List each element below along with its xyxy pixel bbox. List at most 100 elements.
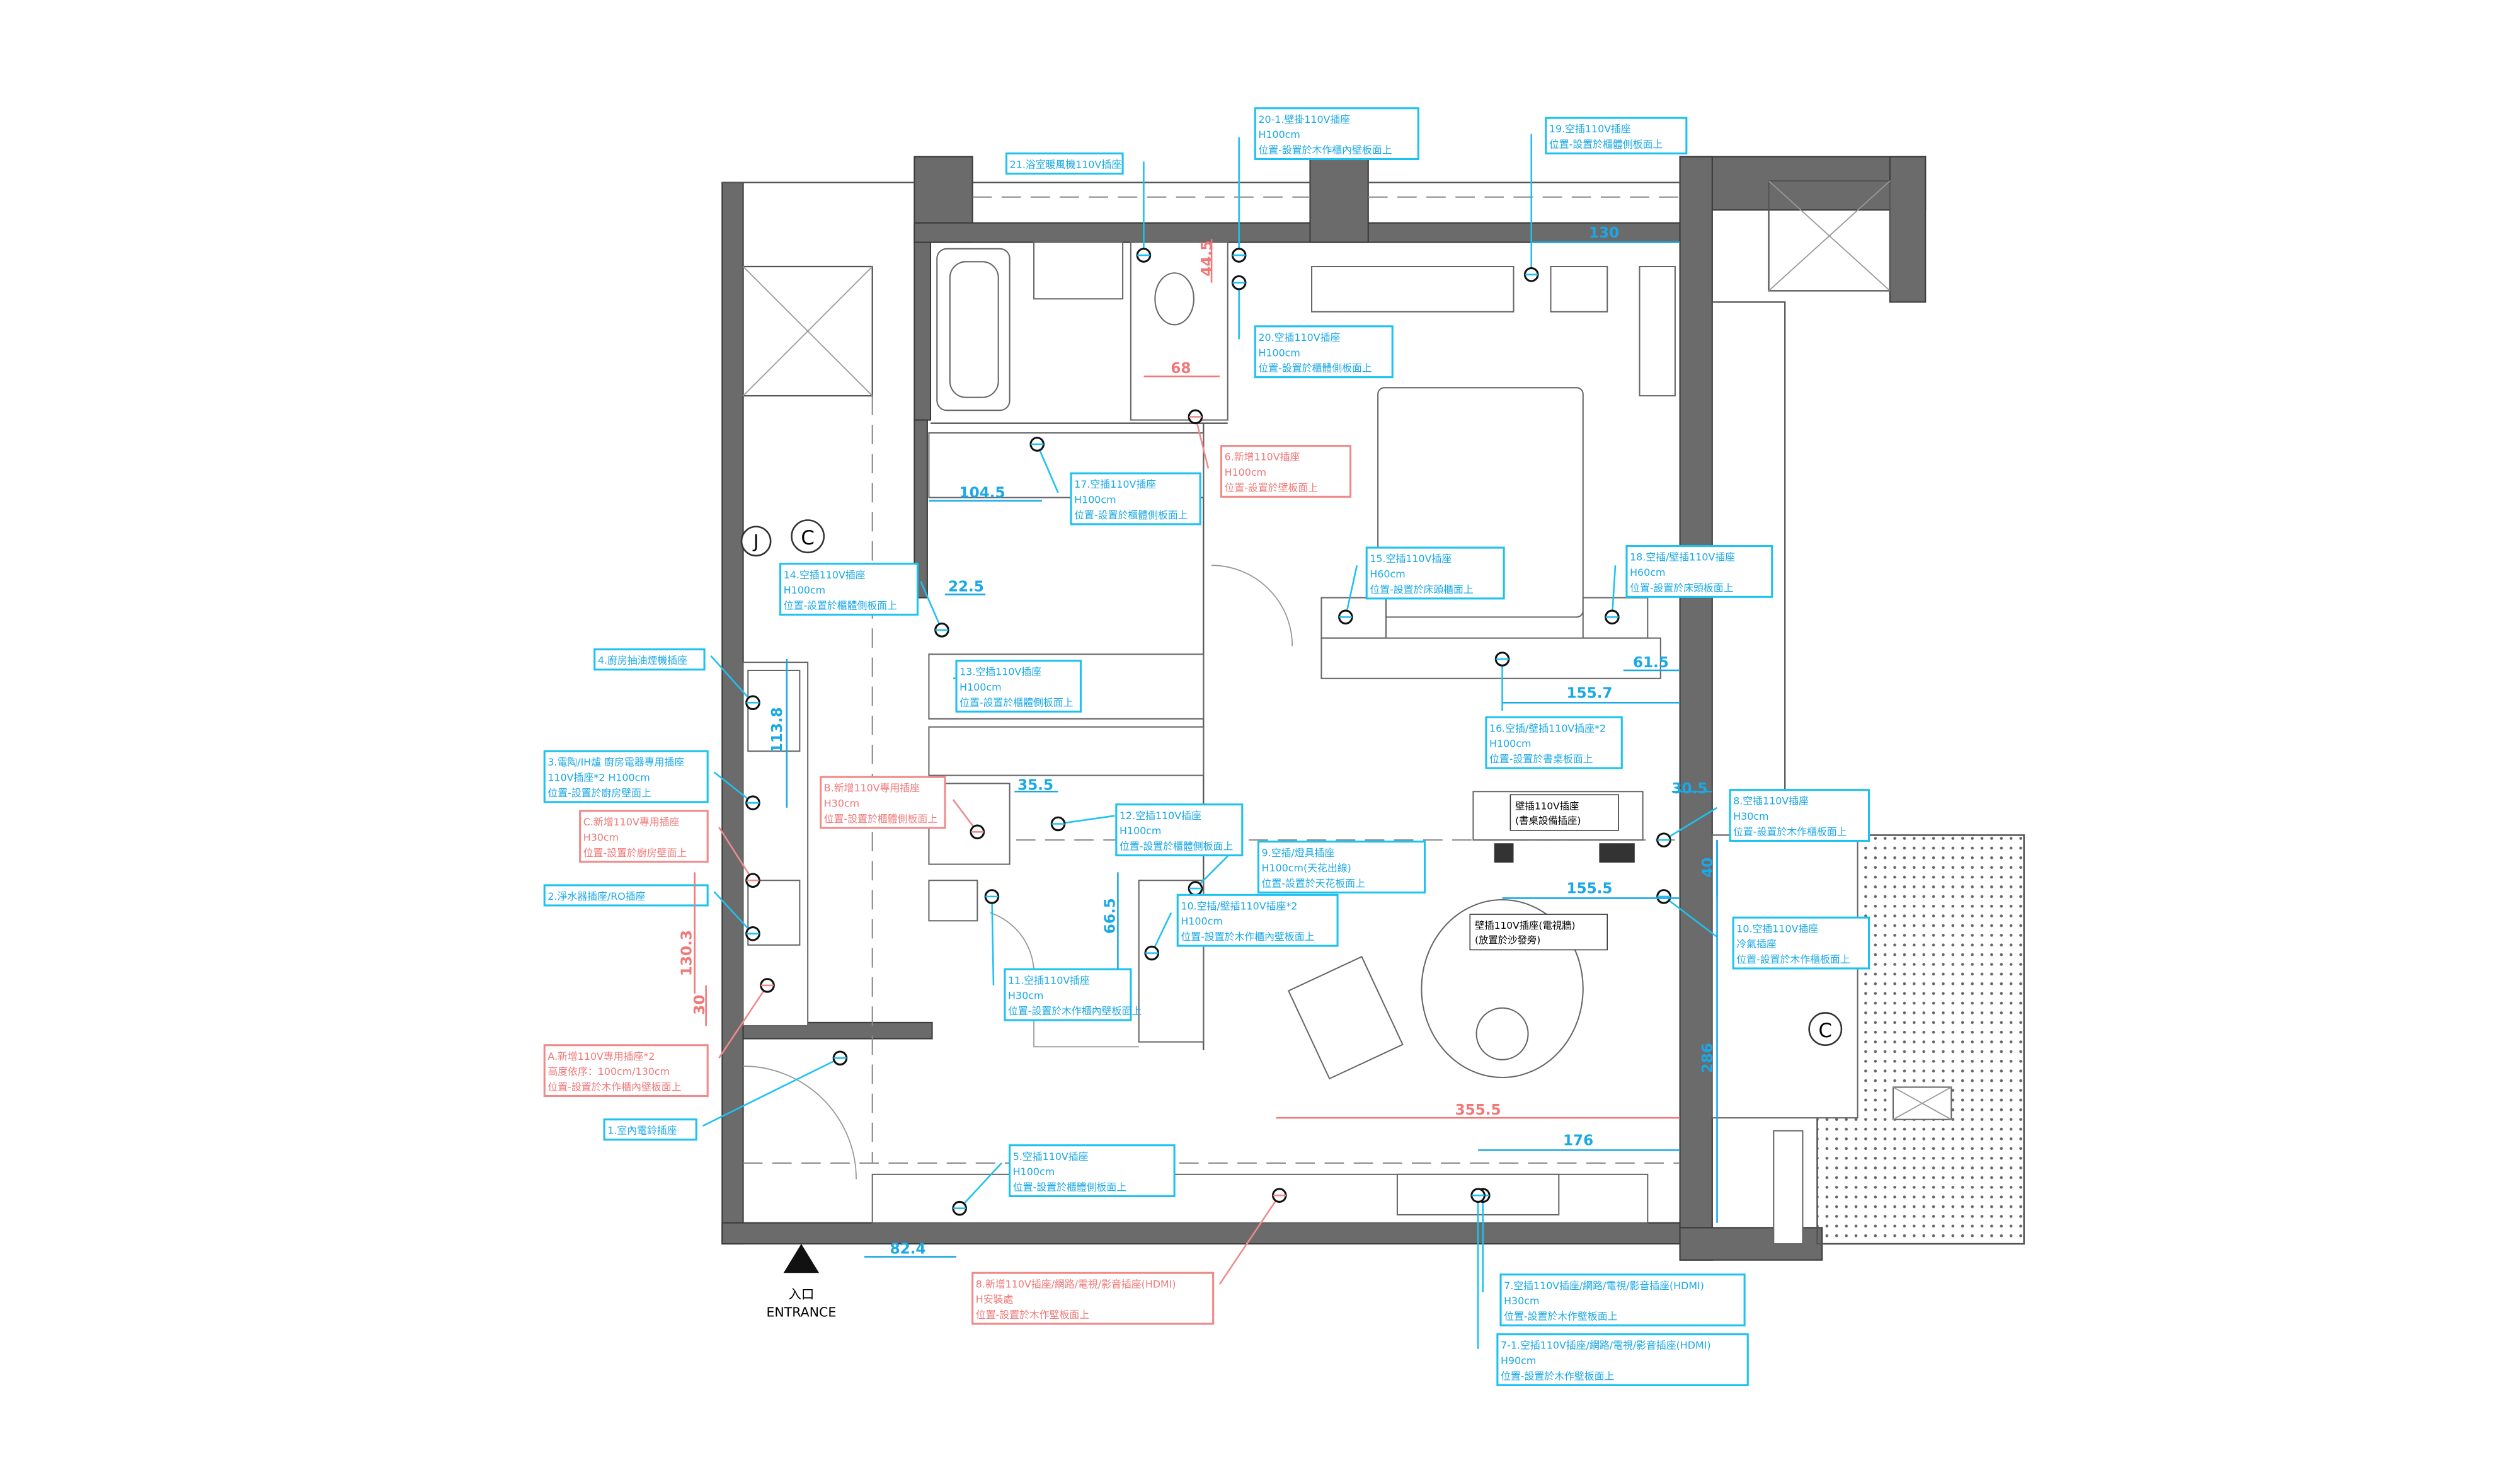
annotation-box bbox=[1625, 545, 1773, 598]
annotation-box bbox=[1009, 1144, 1176, 1197]
leader-line bbox=[702, 1057, 840, 1127]
annotation-line: 15.空插110V插座 bbox=[1370, 553, 1452, 565]
annotation-box bbox=[603, 1118, 697, 1141]
grid-marker-c: C bbox=[791, 519, 825, 554]
annotation-line: H30cm bbox=[583, 831, 619, 843]
leader-line bbox=[959, 1163, 1002, 1209]
annotation-box bbox=[1732, 916, 1870, 970]
annotation-line: 9.空插/燈具插座 bbox=[1262, 847, 1335, 859]
dimension-value: 40 bbox=[1700, 858, 1716, 878]
annotation-line: H100cm bbox=[784, 584, 825, 596]
annotation-line: 12.空插110V插座 bbox=[1120, 810, 1201, 822]
marker-c-label: C bbox=[801, 527, 814, 549]
annotation-line: 位置-設置於壁板面上 bbox=[1225, 481, 1319, 493]
annotation-line: 位置-設置於廚房壁面上 bbox=[547, 787, 651, 799]
dimension-value: 44.5 bbox=[1199, 241, 1215, 277]
dimension-61.5: 61.5 bbox=[1623, 655, 1680, 672]
annotation-line: 位置-設置於櫃體側板面上 bbox=[1074, 509, 1188, 521]
annotation-line: H100cm bbox=[959, 681, 1001, 693]
annotation-21: 21.浴室暖風機110V插座 bbox=[1005, 152, 1152, 263]
leader-line bbox=[713, 771, 753, 804]
annotation-box bbox=[1545, 117, 1688, 155]
grid-marker-c-balcony: C bbox=[1808, 1012, 1843, 1047]
annotation-8N: 8.新增110V插座/網路/電視/影音插座(HDMI)H安裝處位置-設置於木作壁… bbox=[971, 1188, 1287, 1325]
annotation-line: H100cm bbox=[1013, 1166, 1055, 1178]
marker-c-label: C bbox=[1819, 1019, 1832, 1042]
annotation-line: 5.空插110V插座 bbox=[1013, 1151, 1089, 1163]
annotation-2: 2.淨水器插座/RO插座 bbox=[543, 884, 760, 941]
annotation-line: 位置-設置於天花板面上 bbox=[1262, 877, 1366, 889]
annotation-line: 位置-設置於木作櫃板面上 bbox=[1733, 825, 1847, 837]
annotation-line: 20-1.壁掛110V插座 bbox=[1258, 113, 1350, 125]
annotation-line: H100cm bbox=[1181, 916, 1222, 927]
annotation-box bbox=[1220, 445, 1352, 498]
annotation-line: H30cm bbox=[1008, 990, 1043, 1002]
annotation-line: 位置-設置於櫃體側板面上 bbox=[1013, 1181, 1126, 1193]
annotation-7-1: 7-1.空插110V插座/網路/電視/影音插座(HDMI)H90cm位置-設置於… bbox=[1470, 1188, 1749, 1386]
annotation-line: 位置-設置於櫃體側板面上 bbox=[1258, 362, 1372, 374]
annotation-box bbox=[1729, 789, 1870, 842]
annotation-line: 4.廚房抽油煙機插座 bbox=[598, 655, 687, 667]
annotation-box bbox=[1115, 803, 1244, 857]
dimension-68: 68 bbox=[1143, 360, 1220, 377]
annotation-line: 位置-設置於櫃體側板面上 bbox=[1120, 841, 1233, 853]
annotation-7: 7.空插110V插座/網路/電視/影音插座(HDMI)H30cm位置-設置於木作… bbox=[1475, 1188, 1746, 1327]
annotation-line: 位置-設置於木作櫃內壁板面上 bbox=[547, 1081, 681, 1093]
annotation-line: 6.新增110V插座 bbox=[1225, 451, 1300, 463]
annotation-box bbox=[1005, 152, 1124, 175]
annotation-line: H100cm(天花出線) bbox=[1262, 862, 1351, 874]
dimension-value: 68 bbox=[1171, 360, 1191, 377]
dimension-35.5: 35.5 bbox=[1014, 778, 1058, 794]
annotation-line: 13.空插110V插座 bbox=[959, 666, 1041, 678]
annotation-box bbox=[779, 563, 919, 616]
dimension-44.5: 44.5 bbox=[1199, 239, 1215, 283]
annotation-line: H100cm bbox=[1489, 738, 1531, 750]
annotation-box bbox=[1485, 716, 1623, 769]
annotation-5: 5.空插110V插座 H100cm 位置-設置於櫃體側板面上 bbox=[952, 1144, 1176, 1216]
annotation-line: 8.新增110V插座/網路/電視/影音插座(HDMI) bbox=[976, 1278, 1176, 1290]
annotation-box bbox=[1257, 841, 1426, 894]
entrance-label-cn: 入口 bbox=[788, 1287, 814, 1302]
dimension-30.5: 30.5 bbox=[1672, 781, 1712, 797]
dimension-value: 286 bbox=[1700, 1043, 1716, 1073]
dimension-82.4: 82.4 bbox=[864, 1241, 957, 1258]
annotation-line: H100cm bbox=[1120, 825, 1161, 837]
annotation-line: H60cm bbox=[1630, 566, 1665, 578]
annotation-line: 17.空插110V插座 bbox=[1074, 478, 1156, 490]
annotation-line: 2.淨水器插座/RO插座 bbox=[547, 890, 645, 902]
dimension-value: 176 bbox=[1563, 1133, 1593, 1149]
annotation-line: 高度依序：100cm/130cm bbox=[547, 1065, 670, 1077]
annotation-line: 位置-設置於床頭櫃面上 bbox=[1370, 583, 1474, 595]
dimension-value: 82.4 bbox=[890, 1241, 926, 1257]
annotation-line: 3.電陶/IH爐 廚房電器專用插座 bbox=[547, 756, 684, 768]
leader-line bbox=[1611, 565, 1617, 617]
dimension-value: 130.3 bbox=[679, 930, 696, 976]
annotation-line: 21.浴室暖風機110V插座 bbox=[1010, 159, 1122, 171]
annotation-line: 19.空插110V插座 bbox=[1549, 123, 1631, 135]
annotation-line: H30cm bbox=[1733, 810, 1768, 822]
annotation-line: 11.空插110V插座 bbox=[1008, 974, 1090, 986]
annotation-A: A.新增110V專用插座*2高度依序：100cm/130cm位置-設置於木作櫃內… bbox=[543, 978, 775, 1098]
dimension-value: 22.5 bbox=[948, 578, 984, 595]
rooms bbox=[742, 180, 2025, 1245]
annotation-line: 20.空插110V插座 bbox=[1258, 331, 1340, 343]
dimension-286: 286 bbox=[1700, 840, 1718, 1223]
annotation-line: 位置-設置於木作壁板面上 bbox=[1501, 1370, 1614, 1382]
leader-line bbox=[920, 581, 943, 631]
annotation-line: 位置-設置於廚房壁面上 bbox=[583, 847, 687, 859]
leader-line bbox=[1058, 815, 1115, 825]
annotation-line: 18.空插/壁插110V插座 bbox=[1630, 551, 1735, 563]
sofa-note-line: (放置於沙發旁) bbox=[1475, 934, 1540, 946]
annotation-line: H30cm bbox=[824, 798, 859, 810]
